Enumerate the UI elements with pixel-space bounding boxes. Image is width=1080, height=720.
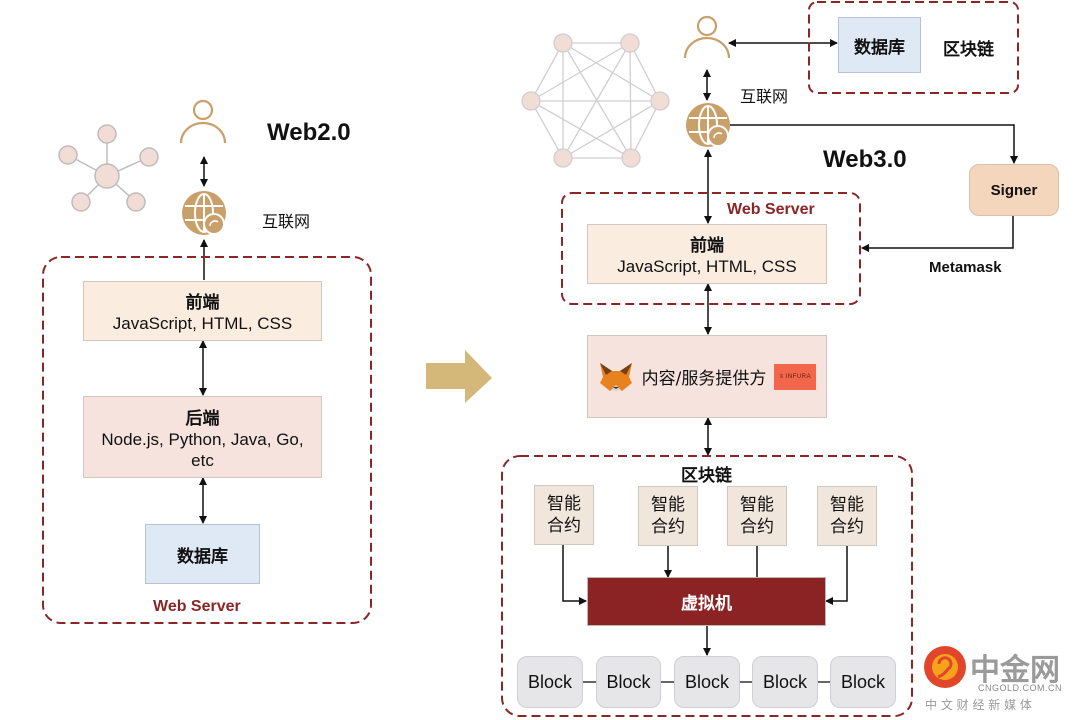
frontend-tech: JavaScript, HTML, CSS xyxy=(112,314,293,333)
block-3: Block xyxy=(674,656,740,708)
web2-internet-label: 互联网 xyxy=(262,212,311,231)
web3-storage-blockchain-label: 区块链 xyxy=(943,40,994,60)
block-5: Block xyxy=(830,656,896,708)
web3-storage-container xyxy=(808,1,1019,94)
contract-line2: 合约 xyxy=(547,516,581,536)
smart-contract-3: 智能 合约 xyxy=(727,486,787,546)
right-arrow-icon xyxy=(426,350,492,403)
backend-tech-line2: etc xyxy=(191,450,214,470)
web3-database-box: 数据库 xyxy=(838,17,921,73)
contract-line2: 合约 xyxy=(830,517,864,537)
web2-frontend-box: 前端 JavaScript, HTML, CSS xyxy=(83,281,322,341)
infura-logo: ≡ INFURA xyxy=(774,363,817,390)
web3-frontend-tech: JavaScript, HTML, CSS xyxy=(617,257,797,276)
web2-backend-box: 后端 Node.js, Python, Java, Go, etc xyxy=(83,396,322,478)
watermark-domain: CNGOLD.COM.CN xyxy=(978,683,1063,693)
cngold-logo-icon xyxy=(924,646,966,688)
block-4: Block xyxy=(752,656,818,708)
web3-frontend-box: 前端 JavaScript, HTML, CSS xyxy=(587,224,827,284)
web3-blockchain-container xyxy=(501,455,913,717)
blockchain-title: 区块链 xyxy=(681,466,732,486)
contract-line1: 智能 xyxy=(651,495,685,515)
block-2: Block xyxy=(596,656,661,708)
watermark-name: 中金网 xyxy=(970,653,1060,688)
web2-heading: Web2.0 xyxy=(267,119,351,146)
backend-title: 后端 xyxy=(185,408,220,429)
signer-box: Signer xyxy=(969,164,1059,216)
web2-web-server-container xyxy=(42,256,372,624)
web3-internet-label: 互联网 xyxy=(740,87,789,106)
globe-icon xyxy=(182,191,226,235)
centralized-network-icon xyxy=(58,124,159,212)
contract-line2: 合约 xyxy=(651,517,685,537)
contract-line1: 智能 xyxy=(547,494,581,514)
backend-tech-line1: Node.js, Python, Java, Go, xyxy=(101,429,304,449)
web3-user-icon xyxy=(683,15,731,59)
smart-contract-2: 智能 合约 xyxy=(638,486,698,546)
provider-label: 内容/服务提供方 xyxy=(641,369,767,389)
web2-web-server-label: Web Server xyxy=(153,598,241,615)
user-icon xyxy=(179,99,227,144)
contract-line1: 智能 xyxy=(830,495,864,515)
contract-line1: 智能 xyxy=(740,495,774,515)
frontend-title: 前端 xyxy=(185,293,220,313)
web3-globe-icon xyxy=(686,103,730,147)
smart-contract-4: 智能 合约 xyxy=(817,486,877,546)
web3-heading: Web3.0 xyxy=(823,146,907,173)
web2-database-box: 数据库 xyxy=(145,524,260,584)
provider-box: 内容/服务提供方 ≡ INFURA xyxy=(587,335,827,418)
web3-frontend-title: 前端 xyxy=(690,236,724,256)
decentralized-mesh-network-icon xyxy=(521,33,670,168)
contract-line2: 合约 xyxy=(740,517,774,537)
web3-web-server-label: Web Server xyxy=(727,201,815,218)
metamask-label: Metamask xyxy=(929,259,1002,276)
metamask-fox-icon xyxy=(599,362,632,391)
smart-contract-1: 智能 合约 xyxy=(534,485,594,545)
watermark-tagline: 中 文 财 经 新 媒 体 xyxy=(925,698,1032,712)
web3-web-server-container xyxy=(561,192,861,305)
block-1: Block xyxy=(517,656,583,708)
virtual-machine-box: 虚拟机 xyxy=(587,577,826,626)
